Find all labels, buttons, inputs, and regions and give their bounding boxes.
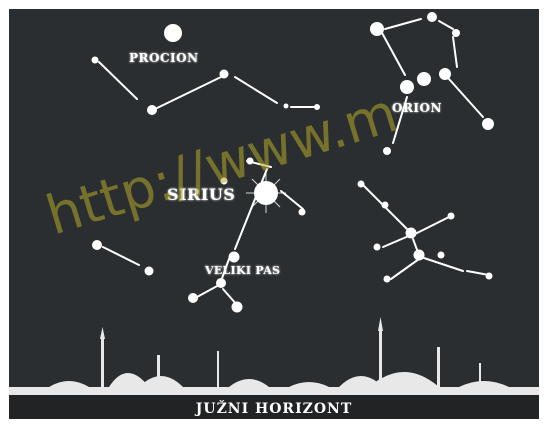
procion-label: PROCION bbox=[129, 51, 199, 65]
night-sky: PROCION ORION SIRIUS VELIKI PAS JUŽNI HO… bbox=[9, 9, 539, 419]
city-skyline bbox=[9, 317, 539, 397]
horizon-caption: JUŽNI HORIZONT bbox=[9, 401, 539, 417]
sirius-glow bbox=[246, 173, 286, 213]
star-map bbox=[9, 9, 539, 419]
sirius-label: SIRIUS bbox=[167, 185, 235, 204]
veliki-pas-label: VELIKI PAS bbox=[205, 264, 280, 277]
procion-star bbox=[164, 24, 182, 42]
orion-label: ORION bbox=[392, 101, 442, 115]
